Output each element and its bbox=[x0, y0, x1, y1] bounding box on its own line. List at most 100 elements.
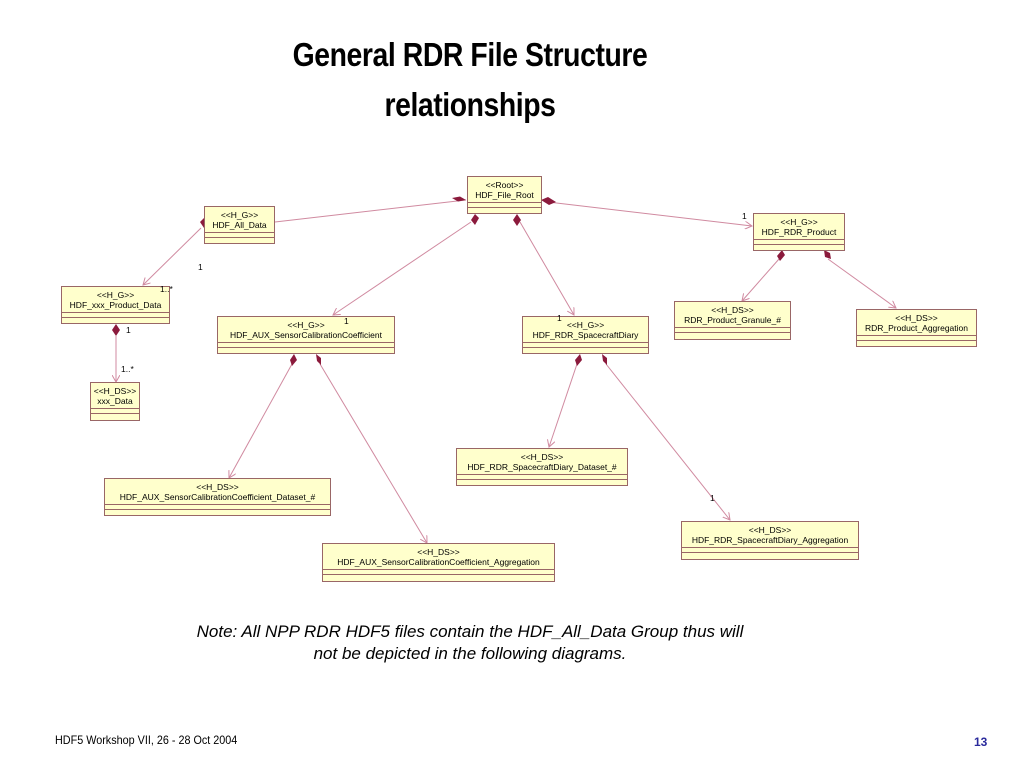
multiplicity-label: 1 bbox=[710, 493, 715, 503]
compartment-divider bbox=[468, 202, 541, 203]
compartment-divider bbox=[682, 552, 858, 553]
multiplicity-label: 1 bbox=[344, 316, 349, 326]
node-name: HDF_AUX_SensorCalibrationCoefficient bbox=[230, 330, 382, 340]
node-hdf-all-data: <<H_G>> HDF_All_Data bbox=[204, 206, 275, 244]
node-name: xxx_Data bbox=[97, 396, 133, 406]
compartment-divider bbox=[857, 340, 976, 341]
node-name: HDF_AUX_SensorCalibrationCoefficient_Dat… bbox=[119, 492, 316, 502]
node-hdf-xxx-product-data: <<H_G>> HDF_xxx_Product_Data bbox=[61, 286, 170, 324]
slide-title-line-2: relationships bbox=[384, 86, 556, 123]
multiplicity-label: 1 bbox=[198, 262, 203, 272]
compartment-divider bbox=[754, 244, 844, 245]
compartment-divider bbox=[218, 347, 394, 348]
node-rdr-product-granule: <<H_DS>> RDR_Product_Granule_# bbox=[674, 301, 791, 340]
compartment-divider bbox=[91, 408, 139, 409]
compartment-divider bbox=[457, 474, 627, 475]
node-stereotype: <<H_DS>> bbox=[93, 386, 137, 396]
multiplicity-label: 1 bbox=[126, 325, 131, 335]
multiplicity-label: 1 bbox=[742, 211, 747, 221]
compartment-divider bbox=[62, 312, 169, 313]
node-stereotype: <<H_G>> bbox=[780, 217, 818, 227]
multiplicity-label: 1..* bbox=[121, 364, 134, 374]
multiplicity-label: 1..* bbox=[160, 284, 173, 294]
multiplicity-label: 1 bbox=[557, 313, 562, 323]
link-all-data-product-data bbox=[143, 227, 202, 285]
footer-text: HDF5 Workshop VII, 26 - 28 Oct 2004 bbox=[55, 733, 238, 747]
compartment-divider bbox=[457, 479, 627, 480]
link-aux-scc-dataset bbox=[229, 363, 293, 478]
note-text: Note: All NPP RDR HDF5 files contain the… bbox=[120, 621, 820, 665]
node-name: RDR_Product_Granule_# bbox=[684, 315, 781, 325]
node-name: HDF_RDR_SpacecraftDiary bbox=[532, 330, 639, 340]
composition-diamond bbox=[541, 197, 556, 205]
link-root-aux-scc bbox=[333, 221, 472, 315]
node-aux-scc-dataset: <<H_DS>> HDF_AUX_SensorCalibrationCoeffi… bbox=[104, 478, 331, 516]
note-line-2: not be depicted in the following diagram… bbox=[313, 644, 627, 663]
node-rdr-product-aggregation: <<H_DS>> RDR_Product_Aggregation bbox=[856, 309, 977, 347]
node-hdf-aux-sensor-calibration-coefficient: <<H_G>> HDF_AUX_SensorCalibrationCoeffic… bbox=[217, 316, 395, 354]
composition-diamond bbox=[777, 250, 785, 261]
slide-title-line-1: General RDR File Structure bbox=[292, 36, 648, 73]
node-hdf-rdr-product: <<H_G>> HDF_RDR_Product bbox=[753, 213, 845, 251]
compartment-divider bbox=[523, 347, 648, 348]
link-rdr-product-granule bbox=[742, 258, 780, 301]
compartment-divider bbox=[205, 237, 274, 238]
compartment-divider bbox=[523, 342, 648, 343]
node-stereotype: <<H_DS>> bbox=[520, 452, 564, 462]
compartment-divider bbox=[675, 332, 790, 333]
node-name: HDF_RDR_SpacecraftDiary_Dataset_# bbox=[467, 462, 617, 472]
compartment-divider bbox=[323, 574, 554, 575]
node-xxx-data: <<H_DS>> xxx_Data bbox=[90, 382, 140, 421]
node-stereotype: <<H_G>> bbox=[566, 320, 605, 330]
node-stereotype: <<H_DS>> bbox=[196, 482, 239, 492]
compartment-divider bbox=[91, 413, 139, 414]
node-aux-scc-aggregation: <<H_DS>> HDF_AUX_SensorCalibrationCoeffi… bbox=[322, 543, 555, 582]
node-name: HDF_AUX_SensorCalibrationCoefficient_Agg… bbox=[337, 557, 540, 567]
node-hdf-rdr-spacecraft-diary: <<H_G>> HDF_RDR_SpacecraftDiary bbox=[522, 316, 649, 354]
composition-diamond bbox=[112, 324, 120, 336]
composition-diamond bbox=[575, 354, 582, 366]
node-stereotype: <<H_G>> bbox=[96, 290, 135, 300]
link-root-all-data bbox=[274, 199, 467, 223]
node-name: HDF_RDR_Product bbox=[761, 227, 837, 237]
node-stereotype: <<H_DS>> bbox=[711, 305, 754, 315]
compartment-divider bbox=[682, 547, 858, 548]
compartment-divider bbox=[675, 327, 790, 328]
node-stereotype: <<Root>> bbox=[485, 180, 524, 190]
note-line-1: Note: All NPP RDR HDF5 files contain the… bbox=[196, 622, 744, 641]
link-root-rdr-product bbox=[547, 201, 752, 226]
node-stereotype: <<H_DS>> bbox=[417, 547, 460, 557]
node-name: HDF_All_Data bbox=[212, 220, 267, 230]
compartment-divider bbox=[218, 342, 394, 343]
composition-diamond bbox=[824, 250, 831, 259]
compartment-divider bbox=[323, 569, 554, 570]
composition-diamond bbox=[316, 354, 321, 365]
link-aux-scc-aggregation bbox=[319, 363, 427, 543]
node-hdf-file-root: <<Root>> HDF_File_Root bbox=[467, 176, 542, 214]
node-name: HDF_xxx_Product_Data bbox=[69, 300, 162, 310]
composition-diamond bbox=[290, 354, 297, 366]
node-stereotype: <<H_DS>> bbox=[895, 313, 938, 323]
composition-diamond bbox=[471, 214, 479, 225]
link-root-spacecraft-diary bbox=[519, 221, 574, 315]
composition-diamond bbox=[452, 196, 466, 202]
composition-diamond bbox=[513, 214, 521, 226]
link-diary-dataset bbox=[549, 363, 578, 447]
node-name: HDF_File_Root bbox=[475, 190, 534, 200]
compartment-divider bbox=[754, 239, 844, 240]
compartment-divider bbox=[468, 207, 541, 208]
node-stereotype: <<H_DS>> bbox=[748, 525, 792, 535]
compartment-divider bbox=[62, 317, 169, 318]
composition-diamond bbox=[602, 354, 607, 365]
compartment-divider bbox=[105, 504, 330, 505]
node-stereotype: <<H_G>> bbox=[287, 320, 325, 330]
node-name: HDF_RDR_SpacecraftDiary_Aggregation bbox=[691, 535, 849, 545]
compartment-divider bbox=[105, 509, 330, 510]
node-stereotype: <<H_G>> bbox=[220, 210, 259, 220]
node-name: RDR_Product_Aggregation bbox=[864, 323, 968, 333]
link-rdr-product-aggregation bbox=[827, 258, 896, 308]
compartment-divider bbox=[857, 335, 976, 336]
node-spacecraft-diary-dataset: <<H_DS>> HDF_RDR_SpacecraftDiary_Dataset… bbox=[456, 448, 628, 486]
node-spacecraft-diary-aggregation: <<H_DS>> HDF_RDR_SpacecraftDiary_Aggrega… bbox=[681, 521, 859, 560]
compartment-divider bbox=[205, 232, 274, 233]
